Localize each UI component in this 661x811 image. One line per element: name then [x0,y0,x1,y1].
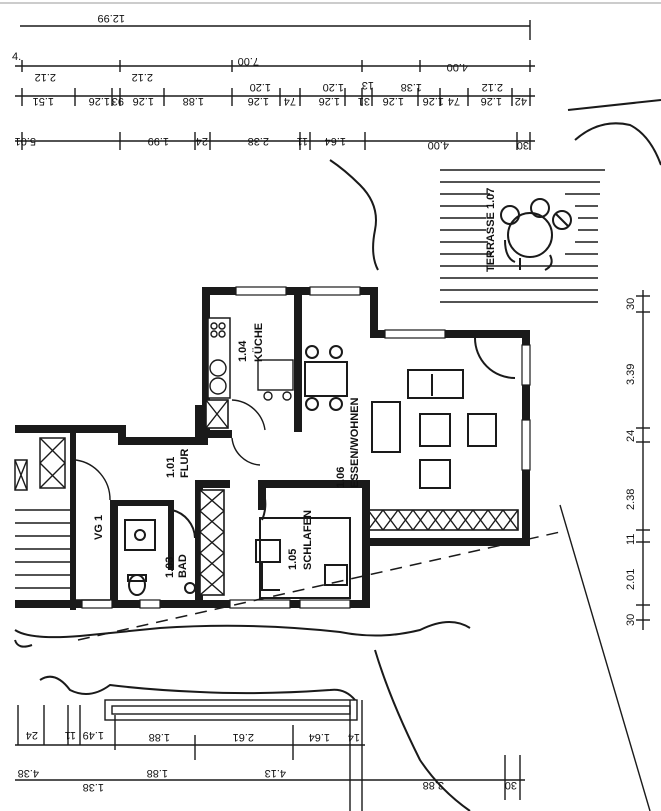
patio-table-set [500,198,572,271]
dim-r3-12: 74 [448,95,460,107]
dim-bot1-0: 24 [26,729,38,741]
dim-bot2-3: 4.13 [265,767,286,779]
room-schlafen-number: 1.05 [287,549,299,570]
room-flur-name: FLUR [179,449,191,478]
dim-overall: 12.99 [97,12,125,24]
dim-r2-8: 13 [362,79,374,91]
dim-bot2-5: 30 [505,779,517,791]
dim-r4-2: 24 [196,135,208,147]
dim-r3-10: 31 [358,95,370,107]
dim-bot2-1: 1.38 [83,781,104,793]
dim-r3-3: 1.26 [89,95,110,107]
dim-bot2-4: 3.88 [423,779,444,791]
dim-r3-9: 1.38 [401,81,422,93]
dim-bot2-0: 4.38 [18,767,39,779]
dim-right-5: 2.01 [625,569,637,590]
room-kuche-name: KÜCHE [252,323,265,362]
kitchen-fixtures [207,317,294,431]
stair-label: VG 1 [93,515,105,540]
dim-bot1-2: 11 [65,729,76,741]
dim-r3-13: 1.26 [423,95,444,107]
dim-r3-11: 1.26 [481,95,502,107]
room-schlafen-name: SCHLAFEN [302,510,314,570]
built-in-cabinet-living [367,509,519,531]
dim-r2-6: 4.00 [447,61,468,73]
dim-r4-6: 4.00 [428,139,449,151]
dim-right-4: 11 [625,534,637,545]
ground-sketch-lines [14,621,471,811]
door-swings [231,437,261,466]
dim-r2-3: 7.00 [238,55,259,67]
dim-r4-5: 1.64 [325,135,346,147]
dim-r3-1: 1.26 [133,95,154,107]
dim-r4-0: 5.01 [15,135,36,147]
floor-plan-walls [14,286,531,610]
dim-r2-5: 1.20 [323,81,344,93]
terrace-label: TERRASSE 1.07 [485,188,497,272]
built-in-cabinet-hall [199,489,225,596]
room-essen-name: ESSEN/WOHNEN [349,397,361,488]
dim-r3-4: 1.88 [183,95,204,107]
dim-right-6: 30 [625,614,637,626]
dim-r4-3: 2.38 [248,135,269,147]
shaft-hatch [14,437,66,491]
dim-r3-7: 1.26 [319,95,340,107]
built-in-cabinet-kitchen [205,399,229,429]
room-essen-number: 1.06 [335,467,347,488]
dim-right-0: 30 [625,298,637,310]
dim-r3-14: 42 [515,95,527,107]
dim-right-3: 2.38 [625,489,637,510]
bottom-dimension-chains: 24 1.49 11 1.88 2.61 1.64 14 4.38 1.38 1… [15,699,525,811]
dim-r2-7: 2.12 [482,81,503,93]
dim-r3-8: 1.26 [383,95,404,107]
dim-r2-4: 1.20 [250,81,271,93]
dim-r2-0: 4. [12,51,21,63]
bathroom-fixtures [124,509,196,596]
dim-right-2: 24 [625,430,637,442]
dim-bot1-3: 1.88 [149,731,170,743]
dim-r4-7: 30 [517,139,529,151]
dim-bot1-6: 14 [348,731,360,743]
dim-r3-6: 74 [284,95,296,107]
dim-bot1-4: 2.61 [233,731,254,743]
dim-r3-0: 1.51 [33,95,54,107]
dim-right-1: 3.39 [625,364,637,385]
room-flur-number: 1.01 [165,457,177,478]
terrain-sketch-lines [329,99,661,271]
dim-r3-2: 93 [112,95,124,107]
property-line-dashed [77,531,561,641]
room-bad-number: 1.03 [164,557,176,578]
room-bad-name: BAD [177,554,189,578]
property-diagonal [559,504,651,811]
right-dimension-chain: 30 3.39 24 2.38 11 2.01 30 [625,290,650,630]
dim-r4-4: 11 [297,135,308,147]
dim-r2-2: 2.12 [132,71,153,83]
staircase [15,459,111,601]
terrace: TERRASSE 1.07 [440,169,605,303]
room-kuche-number: 1.04 [237,340,249,362]
top-dimension-chains: 12.99 4. 2.12 2.12 7.00 1.20 1.20 4.00 2… [12,12,535,151]
dim-bot2-2: 1.88 [147,767,168,779]
room-labels: 1.04 KÜCHE 1.01 FLUR 1.06 ESSEN/WOHNEN 1… [93,323,361,578]
dim-r3-5: 1.26 [248,95,269,107]
dim-r4-1: 1.99 [148,135,169,147]
bedroom-furniture [255,487,351,599]
dim-r2-1: 2.12 [35,71,56,83]
living-furniture [304,337,516,489]
dim-bot1-1: 1.49 [83,729,104,741]
dim-bot1-5: 1.64 [309,731,330,743]
